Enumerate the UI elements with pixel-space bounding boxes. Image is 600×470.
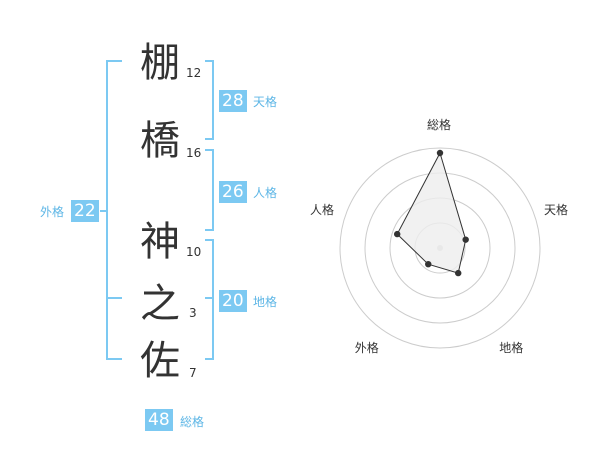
radar-axis-label-3: 地格 [499, 340, 524, 355]
gaikaku-value-badge: 22 [71, 200, 99, 222]
stroke-count-4: 3 [189, 306, 197, 320]
radar-point-1 [436, 149, 444, 157]
radar-point-2 [462, 236, 469, 243]
soukaku-value-badge: 48 [145, 409, 173, 431]
name-char-4: 之 [140, 281, 180, 327]
name-char-3: 神 [140, 219, 180, 265]
name-char-5: 佐 [140, 338, 180, 384]
radar-point-5 [394, 230, 401, 238]
radar-point-3 [455, 269, 462, 277]
chikaku-bracket [205, 239, 214, 360]
stroke-count-2: 16 [186, 146, 202, 160]
jinkaku-value-badge: 26 [219, 181, 247, 203]
jinkaku-bracket [205, 149, 214, 231]
soukaku-label: 総格 [180, 415, 205, 429]
tenkaku-label: 天格 [253, 95, 278, 109]
name-char-1: 棚 [140, 40, 180, 86]
stroke-count-1: 12 [186, 66, 202, 80]
tenkaku-value-badge: 28 [219, 90, 247, 112]
radar-polygon [396, 151, 467, 274]
jinkaku-label: 人格 [253, 186, 278, 200]
gaikaku-label: 外格 [40, 205, 65, 219]
radar-axis-label-5: 人格 [310, 202, 335, 217]
chikaku-label: 地格 [253, 295, 278, 309]
radar-axis-label-4: 外格 [354, 340, 379, 355]
chikaku-value-badge: 20 [219, 290, 247, 312]
tenkaku-bracket [205, 60, 214, 140]
radar-axis-label-2: 天格 [543, 202, 568, 217]
radar-axis-label-1: 総格 [427, 118, 452, 132]
radar-ring-4 [339, 147, 541, 349]
name-char-2: 橋 [140, 118, 180, 164]
stroke-count-3: 10 [186, 245, 202, 259]
stroke-count-5: 7 [189, 366, 197, 380]
radar-point-4 [425, 260, 432, 268]
